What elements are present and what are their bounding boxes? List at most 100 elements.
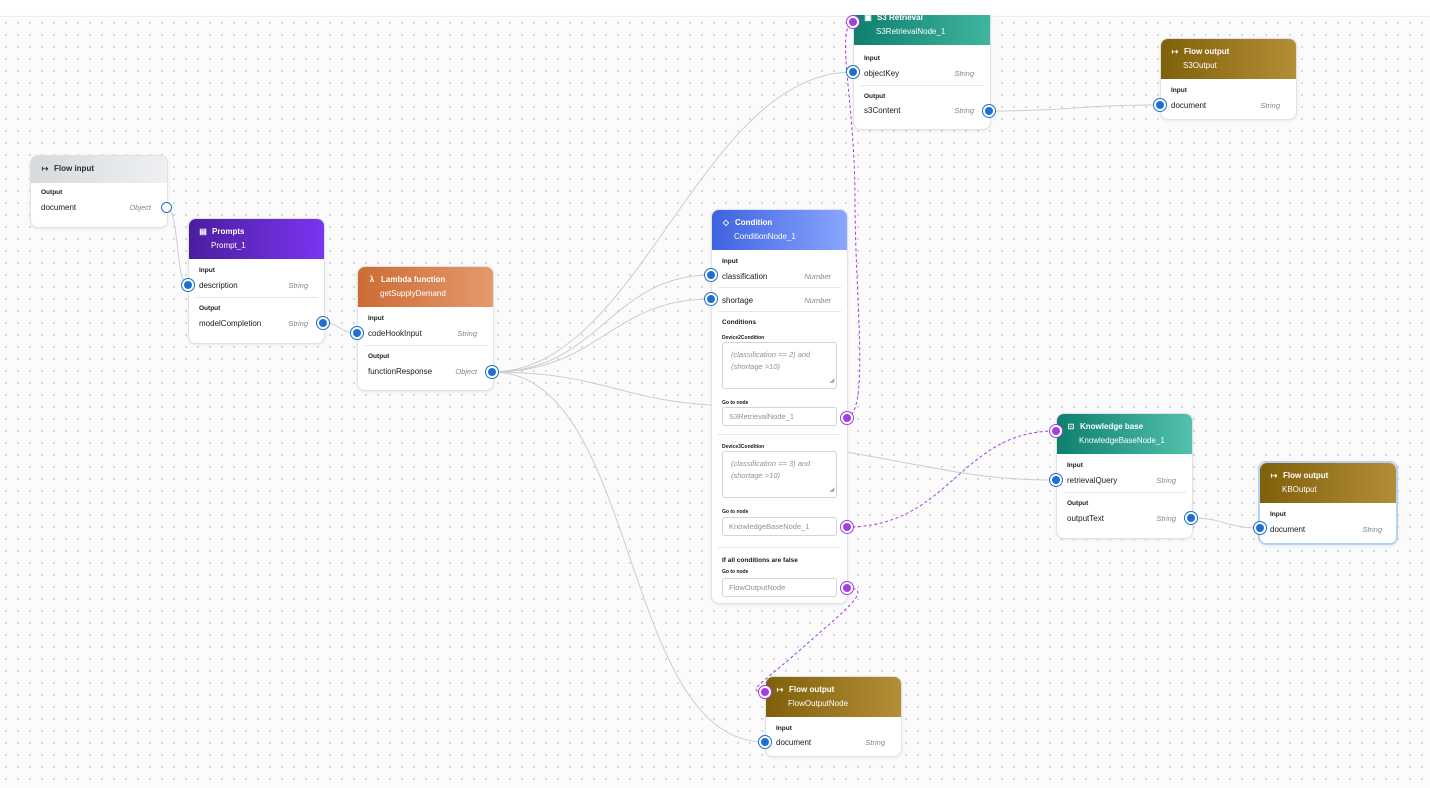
section-label: Output bbox=[199, 305, 221, 312]
section-label: Input bbox=[864, 55, 880, 62]
node-title: Lambda function bbox=[381, 275, 446, 284]
bucket-icon: ▣ bbox=[864, 12, 872, 22]
input-type: String bbox=[288, 281, 308, 290]
goto-label: Go to node bbox=[722, 509, 749, 515]
section-label: Input bbox=[722, 258, 738, 265]
input-field: document bbox=[776, 738, 812, 747]
knowledge-base-node[interactable]: ⊡ Knowledge base KnowledgeBaseNode_1 Inpu… bbox=[1056, 413, 1193, 539]
input-type: String bbox=[1362, 525, 1382, 534]
section-label: Input bbox=[776, 725, 792, 732]
conditions-label: Conditions bbox=[722, 319, 756, 326]
input-field: objectKey bbox=[864, 69, 900, 78]
node-title: S3 Retrieval bbox=[877, 13, 923, 22]
shortage-input-port[interactable] bbox=[705, 293, 717, 305]
node-subtitle: KBOutput bbox=[1282, 485, 1317, 494]
input-field: retrievalQuery bbox=[1067, 476, 1118, 485]
section-label: Output bbox=[368, 353, 390, 360]
node-title: Condition bbox=[735, 218, 773, 227]
section-label: Output bbox=[1067, 500, 1089, 507]
section-label: Output bbox=[864, 93, 886, 100]
condition-expression-field[interactable]: (classification == 2) and (shortage >10)… bbox=[722, 342, 837, 389]
input-type: Number bbox=[804, 272, 831, 281]
input-field: description bbox=[199, 281, 238, 290]
node-subtitle: S3Output bbox=[1183, 61, 1217, 70]
s3-output-port[interactable] bbox=[983, 105, 995, 117]
input-type: String bbox=[865, 738, 885, 747]
section-label: Input bbox=[1171, 87, 1187, 94]
node-subtitle: S3RetrievalNode_1 bbox=[876, 27, 946, 36]
goto-label: Go to node bbox=[722, 569, 749, 575]
kb-output-port[interactable] bbox=[1185, 512, 1197, 524]
flow-input-output-port[interactable] bbox=[161, 202, 172, 213]
kb-input-port[interactable] bbox=[1050, 474, 1062, 486]
flow-arrow-icon: ↦ bbox=[41, 163, 49, 173]
canvas-top-bar bbox=[0, 0, 1430, 15]
prompts-input-port[interactable] bbox=[182, 279, 194, 291]
kb-output-input-port[interactable] bbox=[1254, 522, 1266, 534]
s3-retrieval-node[interactable]: ▣ S3 Retrieval S3RetrievalNode_1 Input ob… bbox=[853, 4, 991, 130]
s3-output-node[interactable]: ↦Flow output S3Output Input document Str… bbox=[1160, 38, 1297, 120]
input-type: Number bbox=[804, 296, 831, 305]
output-field: modelCompletion bbox=[199, 319, 262, 328]
condition-name: Device3Condition bbox=[722, 444, 765, 450]
input-field: document bbox=[1171, 101, 1207, 110]
resize-grip-icon[interactable]: ◢ bbox=[829, 378, 834, 384]
prompts-output-port[interactable] bbox=[317, 317, 329, 329]
cond1-output-port[interactable] bbox=[841, 412, 853, 424]
kb-output-node[interactable]: ↦Flow output KBOutput Input document Str… bbox=[1258, 461, 1398, 545]
kb-condition-port[interactable] bbox=[1050, 425, 1062, 437]
input-type: String bbox=[1156, 476, 1176, 485]
node-subtitle: Prompt_1 bbox=[211, 241, 246, 250]
condition-node[interactable]: ◇Condition ConditionNode_1 Input classif… bbox=[711, 209, 848, 604]
node-subtitle: KnowledgeBaseNode_1 bbox=[1079, 436, 1165, 445]
classification-input-port[interactable] bbox=[705, 269, 717, 281]
default-label: If all conditions are false bbox=[722, 557, 798, 564]
default-output-port[interactable] bbox=[841, 582, 853, 594]
output-field: document bbox=[41, 203, 77, 212]
s3-output-input-port[interactable] bbox=[1154, 99, 1166, 111]
s3-input-port[interactable] bbox=[847, 66, 859, 78]
output-field: outputText bbox=[1067, 514, 1104, 523]
input-field: document bbox=[1270, 525, 1306, 534]
flow-arrow-icon: ↦ bbox=[1270, 470, 1278, 480]
lambda-input-port[interactable] bbox=[351, 327, 363, 339]
goto-node-select[interactable]: FlowOutputNode bbox=[722, 578, 837, 597]
input-type: String bbox=[1260, 101, 1280, 110]
flow-output-node[interactable]: ↦Flow output FlowOutputNode Input docume… bbox=[765, 676, 902, 757]
node-subtitle: ConditionNode_1 bbox=[734, 232, 796, 241]
prompts-node[interactable]: ▤Prompts Prompt_1 Input description Stri… bbox=[188, 218, 325, 344]
s3-condition-port[interactable] bbox=[847, 16, 859, 28]
output-type: String bbox=[1156, 514, 1176, 523]
section-label: Input bbox=[1067, 462, 1083, 469]
condition-expression-field[interactable]: (classification == 3) and (shortage >10)… bbox=[722, 451, 837, 498]
output-type: Object bbox=[129, 203, 151, 212]
lambda-output-port[interactable] bbox=[486, 366, 498, 378]
output-type: String bbox=[288, 319, 308, 328]
input-field: codeHookInput bbox=[368, 329, 422, 338]
section-label: Input bbox=[199, 267, 215, 274]
input-field: shortage bbox=[722, 296, 754, 305]
lambda-icon: λ bbox=[369, 274, 375, 284]
node-title: Flow input bbox=[54, 164, 94, 173]
condition-name: Device2Condition bbox=[722, 335, 765, 341]
node-title: Knowledge base bbox=[1080, 422, 1144, 431]
input-field: classification bbox=[722, 272, 768, 281]
output-type: String bbox=[954, 106, 974, 115]
flowoutput-condition-port[interactable] bbox=[759, 686, 771, 698]
output-type: Object bbox=[455, 367, 477, 376]
goto-label: Go to node bbox=[722, 400, 749, 406]
goto-node-select[interactable]: KnowledgeBaseNode_1 bbox=[722, 517, 837, 536]
resize-grip-icon[interactable]: ◢ bbox=[829, 487, 834, 493]
section-label: Input bbox=[1270, 511, 1286, 518]
flowoutput-input-port[interactable] bbox=[759, 736, 771, 748]
node-title: Flow output bbox=[789, 685, 835, 694]
output-field: functionResponse bbox=[368, 367, 433, 376]
section-label: Input bbox=[368, 315, 384, 322]
cond2-output-port[interactable] bbox=[841, 521, 853, 533]
flow-input-node[interactable]: ↦Flow input Output document Object bbox=[30, 155, 168, 228]
flow-arrow-icon: ↦ bbox=[1171, 46, 1179, 56]
flow-arrow-icon: ↦ bbox=[776, 684, 784, 694]
goto-node-select[interactable]: S3RetrievalNode_1 bbox=[722, 407, 837, 426]
knowledge-icon: ⊡ bbox=[1067, 421, 1075, 431]
